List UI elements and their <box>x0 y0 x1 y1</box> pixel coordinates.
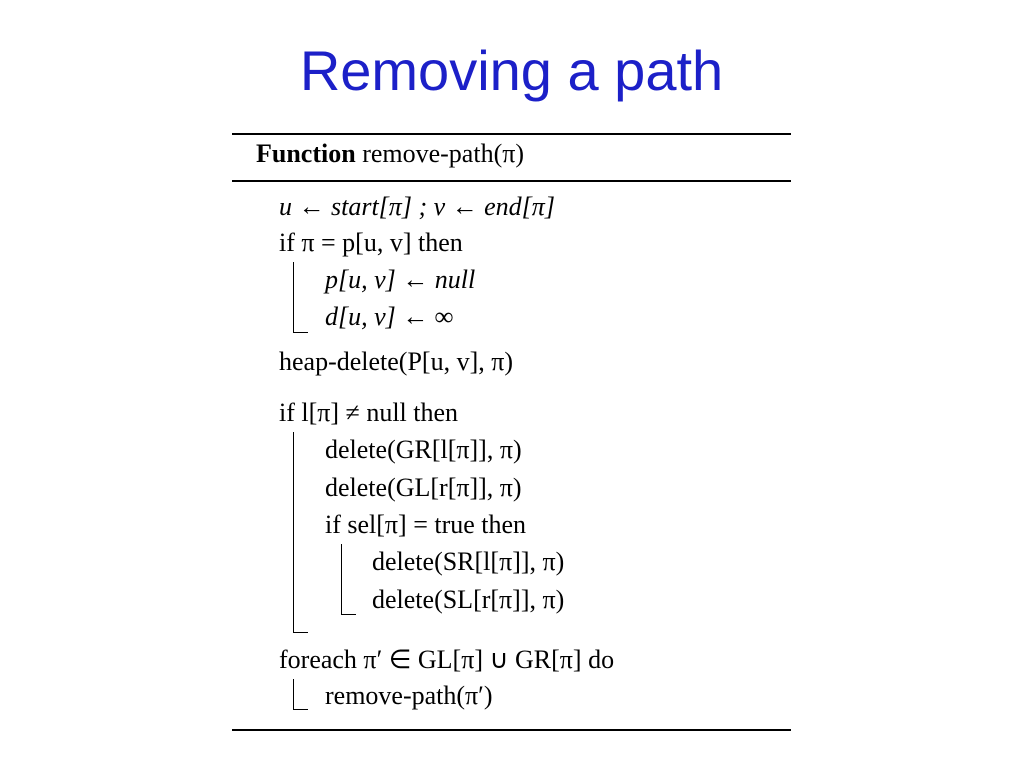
code-line-6: if l[π] ≠ null then <box>279 398 459 427</box>
assign-line: u ← start[π] ; v ← end[π] <box>279 190 555 224</box>
delete-gr-line: delete(GR[l[π]], π) <box>325 433 522 467</box>
foreach-block-bracket <box>293 679 308 710</box>
slide-title: Removing a path <box>299 39 724 102</box>
if-block-bracket <box>293 262 308 333</box>
code-line-10: delete(SR[l[π]], π) <box>372 547 565 576</box>
delete-sr-line: delete(SR[l[π]], π) <box>372 545 564 579</box>
if-sel-block-bracket <box>341 544 356 615</box>
heap-delete-line: heap-delete(P[u, v], π) <box>279 345 513 379</box>
delete-sl-line: delete(SL[r[π]], π) <box>372 583 564 617</box>
foreach-line: foreach π′ ∈ GL[π] ∪ GR[π] do <box>279 643 614 677</box>
code-line-9: if sel[π] = true then <box>325 510 527 539</box>
if-line: if π = p[u, v] then <box>279 226 463 260</box>
code-line-3: p[u, v] ← null <box>325 265 476 294</box>
if-l-line: if l[π] ≠ null then <box>279 396 458 430</box>
code-line-4: d[u, v] ← ∞ <box>325 302 454 331</box>
bottom-rule <box>232 729 791 731</box>
function-signature: remove-path(π) <box>362 139 525 168</box>
top-rule <box>232 133 791 135</box>
header-rule <box>232 180 791 182</box>
code-line-8: delete(GL[r[π]], π) <box>325 473 522 502</box>
code-line-2: if π = p[u, v] then <box>279 228 463 257</box>
if-sel-line: if sel[π] = true then <box>325 508 526 542</box>
assign-inf-line: d[u, v] ← ∞ <box>325 300 453 334</box>
function-keyword: Function <box>256 139 356 168</box>
code-line-11: delete(SL[r[π]], π) <box>372 585 565 614</box>
code-line-1: u ← start[π] ; v ← end[π] <box>279 192 555 221</box>
recursive-call-line: remove-path(π′) <box>325 679 493 713</box>
code-line-12: foreach π′ ∈ GL[π] ∪ GR[π] do <box>279 645 615 674</box>
delete-gl-line: delete(GL[r[π]], π) <box>325 471 522 505</box>
code-line-5: heap-delete(P[u, v], π) <box>279 347 514 376</box>
code-line-7: delete(GR[l[π]], π) <box>325 435 522 464</box>
code-line-13: remove-path(π′) <box>325 681 493 710</box>
assign-null-line: p[u, v] ← null <box>325 263 475 297</box>
function-header: Function remove-path(π) <box>256 139 524 169</box>
if-l-block-bracket <box>293 432 308 633</box>
